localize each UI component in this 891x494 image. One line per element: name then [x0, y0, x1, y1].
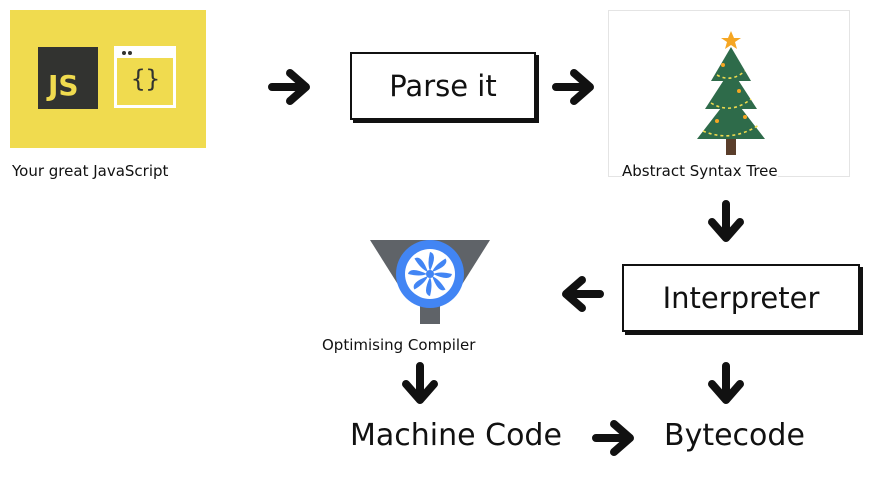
editor-braces-text: {} [131, 65, 160, 93]
arrow-right-icon [552, 69, 594, 105]
bytecode-label: Bytecode [664, 418, 805, 453]
arrow-down-icon [708, 200, 744, 242]
js-caption: Your great JavaScript [12, 162, 169, 180]
js-badge: JS [38, 47, 98, 109]
fan-funnel-icon [370, 240, 490, 324]
js-badge-text: JS [48, 69, 79, 102]
compiler-caption: Optimising Compiler [322, 336, 476, 354]
ast-card [608, 10, 850, 177]
arrow-down-icon [708, 362, 744, 404]
ast-caption: Abstract Syntax Tree [622, 162, 778, 180]
parse-it-box: Parse it [350, 52, 536, 120]
interpreter-label: Interpreter [662, 281, 820, 315]
arrow-left-icon [562, 276, 604, 312]
christmas-tree-icon [697, 31, 765, 155]
machine-code-label: Machine Code [350, 418, 562, 453]
interpreter-box: Interpreter [622, 264, 860, 332]
javascript-logo: JS {} [10, 10, 206, 148]
arrow-right-icon [592, 420, 634, 456]
arrow-right-icon [268, 69, 310, 105]
editor-window-icon: {} [114, 46, 176, 108]
arrow-down-icon [402, 362, 438, 404]
parse-it-label: Parse it [389, 69, 497, 103]
